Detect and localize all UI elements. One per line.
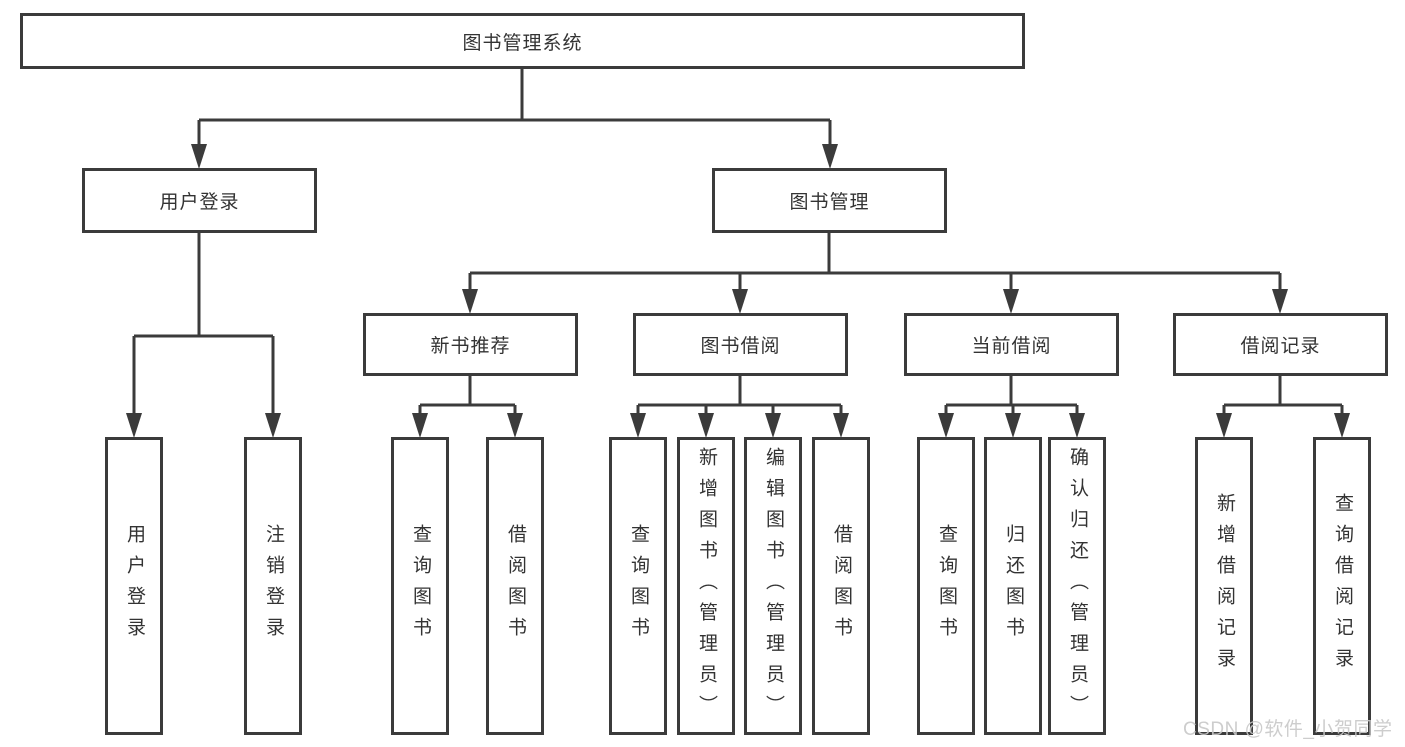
- leaf-borrow-books-1: 借阅图书: [486, 437, 544, 735]
- leaf-label: 归还图书: [1002, 524, 1024, 648]
- leaf-label: 用户登录: [123, 524, 145, 648]
- leaf-label: 借阅图书: [504, 524, 526, 648]
- arrowheads: [126, 144, 1350, 438]
- leaf-label: 查询图书: [409, 524, 431, 648]
- leaf-query-books-1: 查询图书: [391, 437, 449, 735]
- leaf-edit-books-admin: 编辑图书（管理员）: [744, 437, 802, 735]
- leaf-add-books-admin: 新增图书（管理员）: [677, 437, 735, 735]
- leaf-label: 查询图书: [935, 524, 957, 648]
- leaf-label: 新增借阅记录: [1213, 493, 1235, 679]
- leaf-logout: 注销登录: [244, 437, 302, 735]
- node-new-book-recommend-label: 新书推荐: [430, 336, 511, 357]
- node-book-borrow: 图书借阅: [633, 313, 848, 376]
- leaf-label: 注销登录: [262, 524, 284, 648]
- leaf-label: 查询借阅记录: [1331, 493, 1353, 679]
- node-user-login-label: 用户登录: [159, 192, 240, 213]
- node-book-management: 图书管理: [712, 168, 947, 233]
- node-current-borrow: 当前借阅: [904, 313, 1119, 376]
- leaf-query-borrow-record: 查询借阅记录: [1313, 437, 1371, 735]
- node-current-borrow-label: 当前借阅: [971, 336, 1052, 357]
- node-book-management-label: 图书管理: [789, 192, 870, 213]
- leaf-query-books-2: 查询图书: [609, 437, 667, 735]
- leaf-query-books-3: 查询图书: [917, 437, 975, 735]
- leaf-confirm-return-admin: 确认归还（管理员）: [1048, 437, 1106, 735]
- node-book-borrow-label: 图书借阅: [700, 336, 781, 357]
- node-root-label: 图书管理系统: [462, 32, 583, 54]
- leaf-user-login: 用户登录: [105, 437, 163, 735]
- watermark: CSDN @软件_小贺同学: [1183, 719, 1393, 740]
- node-user-login: 用户登录: [82, 168, 317, 233]
- leaf-label: 确认归还（管理员）: [1066, 446, 1088, 726]
- leaf-label: 查询图书: [627, 524, 649, 648]
- node-new-book-recommend: 新书推荐: [363, 313, 578, 376]
- connector-path: [132, 69, 1344, 415]
- leaf-add-borrow-record: 新增借阅记录: [1195, 437, 1253, 735]
- node-borrow-record-label: 借阅记录: [1240, 336, 1321, 357]
- leaf-label: 借阅图书: [830, 524, 852, 648]
- leaf-return-books: 归还图书: [984, 437, 1042, 735]
- node-root: 图书管理系统: [20, 13, 1025, 69]
- leaf-label: 新增图书（管理员）: [695, 446, 717, 726]
- leaf-borrow-books-2: 借阅图书: [812, 437, 870, 735]
- node-borrow-record: 借阅记录: [1173, 313, 1388, 376]
- leaf-label: 编辑图书（管理员）: [762, 446, 784, 726]
